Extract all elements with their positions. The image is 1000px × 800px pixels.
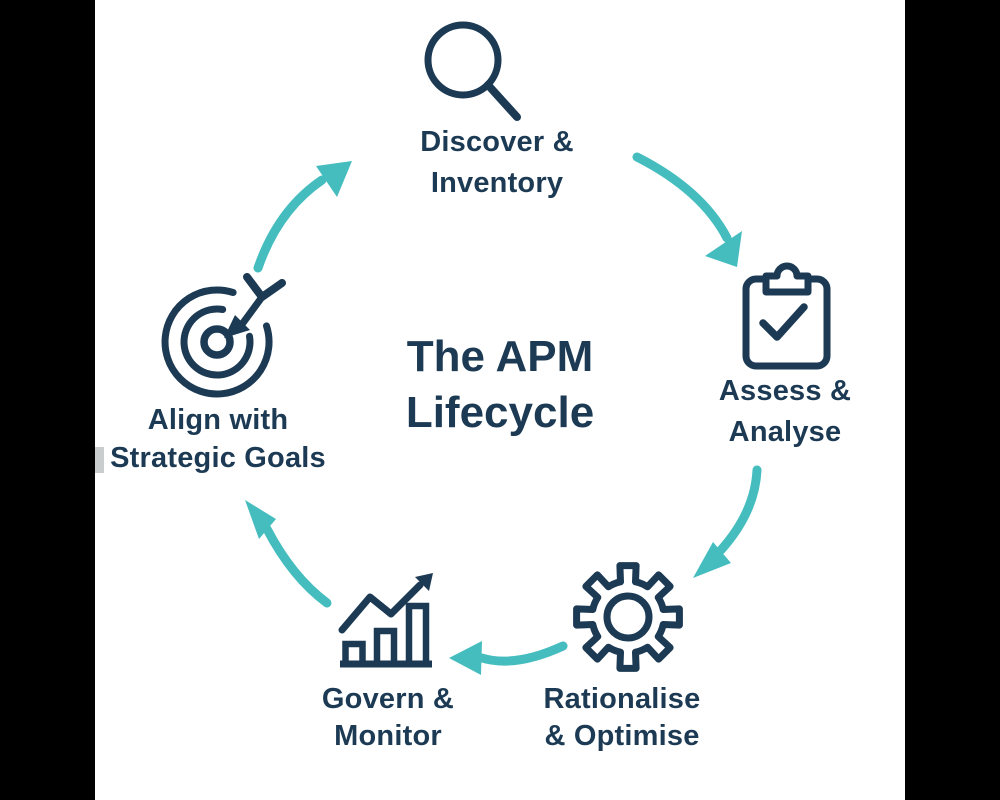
- stage-label-line: Discover &: [420, 126, 574, 158]
- stage-label-line: Rationalise: [543, 683, 701, 715]
- magnifier-icon: [424, 21, 521, 121]
- stage-label-line: Analyse: [728, 416, 842, 448]
- flow-arrow-discover-to-assess: [632, 152, 742, 267]
- diagram-title-line1: The APM: [406, 332, 594, 381]
- stage-label-line: Align with: [147, 404, 289, 436]
- stage-label-rationalise: Rationalise & Optimise: [492, 681, 752, 755]
- left-edge-artifact: [95, 447, 104, 473]
- diagram-title: The APM Lifecycle: [350, 329, 650, 441]
- flow-arrow-assess-to-rationalise: [693, 465, 762, 578]
- stage-label-assess: Assess & Analyse: [655, 371, 915, 453]
- target-arrow-icon: [161, 273, 286, 398]
- flow-arrow-rationalise-to-govern: [449, 641, 568, 675]
- bar-chart-growth-icon: [338, 573, 433, 668]
- stage-label-line: Strategic Goals: [110, 442, 326, 474]
- flow-arrow-govern-to-align: [245, 500, 332, 608]
- gear-icon: [573, 562, 683, 672]
- stage-label-line: & Optimise: [544, 720, 700, 752]
- clipboard-check-icon: [742, 262, 831, 370]
- stage-label-line: Monitor: [334, 720, 442, 752]
- letterbox-left-bar: [0, 0, 95, 800]
- stage-label-line: Govern &: [321, 683, 455, 715]
- stage-label-govern: Govern & Monitor: [258, 681, 518, 755]
- stage-label-align: Align with Strategic Goals: [58, 401, 378, 477]
- letterbox-right-bar: [905, 0, 1000, 800]
- stage-label-discover: Discover & Inventory: [367, 122, 627, 204]
- diagram-title-line2: Lifecycle: [405, 388, 595, 437]
- stage-label-line: Assess &: [718, 375, 852, 407]
- flow-arrow-align-to-discover: [253, 161, 352, 273]
- stage-label-line: Inventory: [430, 167, 564, 199]
